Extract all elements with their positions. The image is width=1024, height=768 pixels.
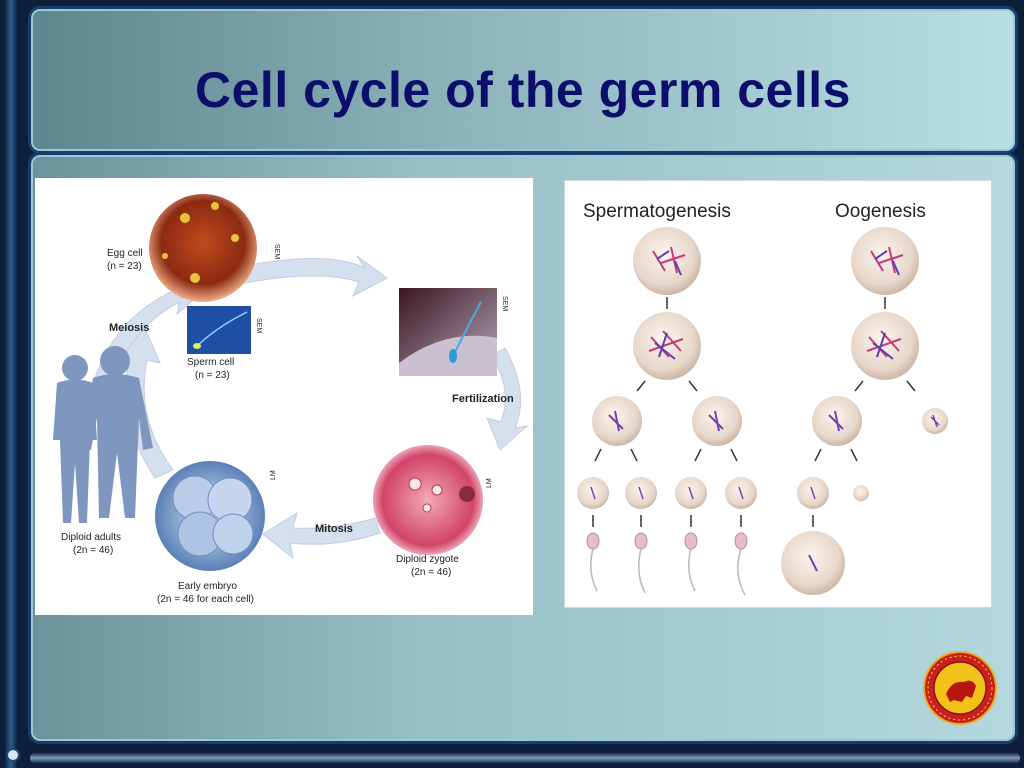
title-panel: Cell cycle of the germ cells <box>28 6 1018 154</box>
frame-bottom-stripe <box>30 752 1020 764</box>
spermatogenesis-cells <box>577 227 757 596</box>
arrow-mitosis <box>262 511 381 560</box>
life-cycle-diagram: Egg cell (n = 23) SEM SEM Sperm cell (n … <box>53 194 529 605</box>
gametogenesis-diagram: Spermatogenesis Oogenesis <box>577 201 948 596</box>
gametogenesis-figure: Spermatogenesis Oogenesis <box>564 180 992 608</box>
meiosis-label: Meiosis <box>109 322 149 334</box>
sperm-cell-image <box>187 306 251 354</box>
spermatogenesis-label: Spermatogenesis <box>583 201 731 222</box>
lm-label-embryo: LM <box>270 470 277 480</box>
diploid-zygote-image <box>373 445 483 555</box>
mitosis-label: Mitosis <box>315 523 353 535</box>
frame-left-stripe <box>4 0 18 768</box>
diploid-adults-count: (2n = 46) <box>73 545 113 556</box>
early-embryo-image <box>155 461 265 571</box>
diploid-adults-label: Diploid adults <box>61 532 121 543</box>
sperm-cell-count: (n = 23) <box>195 370 230 381</box>
egg-cell-count: (n = 23) <box>107 261 142 272</box>
sem-label-fertilization: SEM <box>501 296 508 311</box>
diploid-zygote-count: (2n = 46) <box>411 567 451 578</box>
frame-corner-dot <box>6 748 20 762</box>
diploid-adults-silhouette <box>53 346 153 523</box>
sem-label-sperm: SEM <box>255 318 262 333</box>
oogenesis-label: Oogenesis <box>835 201 926 222</box>
arrow-to-fertilization <box>224 255 388 298</box>
slide-title: Cell cycle of the germ cells <box>195 62 851 118</box>
fertilization-image <box>399 288 497 376</box>
arrow-fertilization-to-zygote <box>486 347 529 451</box>
egg-cell-label: Egg cell <box>107 248 143 259</box>
university-seal-icon <box>922 650 998 726</box>
sperm-cell-label: Sperm cell <box>187 357 234 368</box>
egg-cell-image <box>149 194 257 302</box>
oogenesis-cells <box>781 227 948 595</box>
lm-label-zygote: LM <box>486 478 493 488</box>
diploid-zygote-label: Diploid zygote <box>396 554 459 565</box>
life-cycle-figure: Egg cell (n = 23) SEM SEM Sperm cell (n … <box>35 178 533 615</box>
early-embryo-count: (2n = 46 for each cell) <box>157 594 254 605</box>
sem-label-egg: SEM <box>273 244 280 259</box>
fertilization-label: Fertilization <box>452 393 514 405</box>
early-embryo-label: Early embryo <box>178 581 237 592</box>
